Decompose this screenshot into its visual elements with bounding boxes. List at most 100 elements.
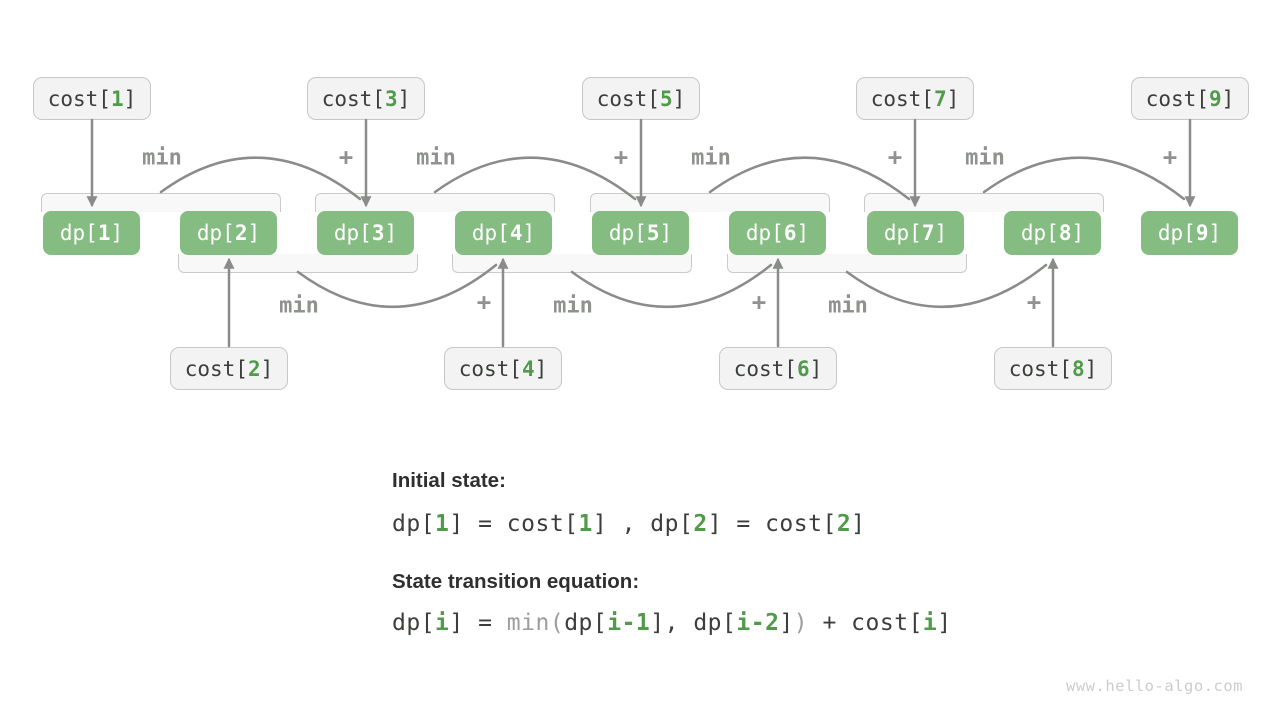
- cost-index: 2: [247, 356, 261, 381]
- min-operator-label: min: [553, 293, 593, 319]
- eq-text: ]: [937, 610, 952, 636]
- eq-text: dp[: [564, 610, 608, 636]
- cost-box-4: cost[4]: [444, 347, 562, 390]
- pair-bracket-top-dp5-dp6: [590, 193, 830, 212]
- pair-bracket-bottom-dp2-dp3: [178, 254, 418, 273]
- eq-text: + cost[: [808, 610, 923, 636]
- cost-box-3: cost[3]: [307, 77, 425, 120]
- cost-label: ]: [809, 356, 823, 381]
- cost-box-7: cost[7]: [856, 77, 974, 120]
- dp-index: 9: [1195, 221, 1209, 245]
- dp-index: 3: [371, 221, 385, 245]
- cost-label: ]: [260, 356, 274, 381]
- cost-label: cost[: [47, 86, 111, 111]
- dp-box-4: dp[4]: [455, 211, 552, 255]
- eq-index: 1: [435, 511, 450, 537]
- cost-index: 7: [933, 86, 947, 111]
- plus-operator-label: +: [613, 143, 629, 171]
- dp-index: 5: [646, 221, 660, 245]
- min-operator-label: min: [965, 145, 1005, 171]
- dp-index: 1: [97, 221, 111, 245]
- pair-bracket-bottom-dp4-dp5: [452, 254, 692, 273]
- cost-label: ]: [397, 86, 411, 111]
- watermark: www.hello-algo.com: [1066, 677, 1243, 695]
- initial-state-equation: dp[1] = cost[1] , dp[2] = cost[2]: [392, 511, 866, 537]
- plus-operator-label: +: [476, 288, 492, 316]
- dp-label: dp[: [333, 221, 372, 245]
- eq-text: ] =: [449, 610, 507, 636]
- dp-index: 4: [509, 221, 523, 245]
- eq-index: 2: [836, 511, 852, 537]
- dp-label: dp[: [745, 221, 784, 245]
- pair-bracket-bottom-dp6-dp7: [727, 254, 967, 273]
- plus-operator-label: +: [887, 143, 903, 171]
- dp-label: ]: [1071, 221, 1085, 245]
- initial-state-title: Initial state:: [392, 469, 506, 492]
- dp-box-3: dp[3]: [317, 211, 414, 255]
- plus-operator-label: +: [751, 288, 767, 316]
- eq-text: ]: [779, 610, 794, 636]
- cost-index: 1: [110, 86, 124, 111]
- min-operator-label: min: [691, 145, 731, 171]
- eq-text: ] , dp[: [592, 511, 694, 537]
- eq-index: i: [435, 610, 450, 636]
- dp-index: 8: [1058, 221, 1072, 245]
- cost-box-2: cost[2]: [170, 347, 288, 390]
- cost-index: 4: [521, 356, 535, 381]
- eq-paren: ): [793, 610, 809, 636]
- dp-label: dp[: [1157, 221, 1196, 245]
- eq-text: ] = cost[: [449, 511, 579, 537]
- cost-box-6: cost[6]: [719, 347, 837, 390]
- eq-index: 2: [693, 511, 708, 537]
- dp-label: dp[: [59, 221, 98, 245]
- dp-label: ]: [384, 221, 398, 245]
- plus-operator-label: +: [338, 143, 354, 171]
- eq-index: i-1: [607, 610, 651, 636]
- dp-box-2: dp[2]: [180, 211, 277, 255]
- dp-index: 2: [234, 221, 248, 245]
- cost-index: 3: [384, 86, 398, 111]
- min-operator-label: min: [828, 293, 868, 319]
- dp-label: dp[: [608, 221, 647, 245]
- dp-label: ]: [522, 221, 536, 245]
- cost-index: 6: [796, 356, 810, 381]
- cost-index: 5: [659, 86, 673, 111]
- cost-label: cost[: [870, 86, 934, 111]
- cost-label: ]: [123, 86, 137, 111]
- dp-box-9: dp[9]: [1141, 211, 1238, 255]
- cost-label: cost[: [1008, 356, 1072, 381]
- dp-label: dp[: [471, 221, 510, 245]
- cost-label: cost[: [321, 86, 385, 111]
- state-transition-title: State transition equation:: [392, 570, 640, 593]
- eq-text: ]: [851, 511, 866, 537]
- dp-label: ]: [796, 221, 810, 245]
- cost-box-1: cost[1]: [33, 77, 151, 120]
- cost-label: ]: [946, 86, 960, 111]
- min-operator-label: min: [416, 145, 456, 171]
- dp-label: ]: [1208, 221, 1222, 245]
- eq-index: 1: [578, 511, 593, 537]
- cost-label: cost[: [458, 356, 522, 381]
- cost-index: 9: [1208, 86, 1222, 111]
- cost-label: cost[: [733, 356, 797, 381]
- dp-label: dp[: [196, 221, 235, 245]
- min-operator-label: min: [279, 293, 319, 319]
- pair-bracket-top-dp1-dp2: [41, 193, 281, 212]
- dp-box-6: dp[6]: [729, 211, 826, 255]
- dp-box-8: dp[8]: [1004, 211, 1101, 255]
- eq-text: dp[: [392, 610, 436, 636]
- cost-label: cost[: [184, 356, 248, 381]
- cost-label: cost[: [1145, 86, 1209, 111]
- state-transition-equation: dp[i] = min(dp[i-1], dp[i-2]) + cost[i]: [392, 610, 952, 636]
- dp-label: ]: [247, 221, 261, 245]
- eq-min-call: min(: [506, 610, 565, 636]
- dp-label: dp[: [1020, 221, 1059, 245]
- cost-box-5: cost[5]: [582, 77, 700, 120]
- cost-box-8: cost[8]: [994, 347, 1112, 390]
- eq-text: ], dp[: [650, 610, 737, 636]
- cost-label: ]: [1084, 356, 1098, 381]
- cost-label: ]: [534, 356, 548, 381]
- dp-label: ]: [934, 221, 948, 245]
- pair-bracket-top-dp3-dp4: [315, 193, 555, 212]
